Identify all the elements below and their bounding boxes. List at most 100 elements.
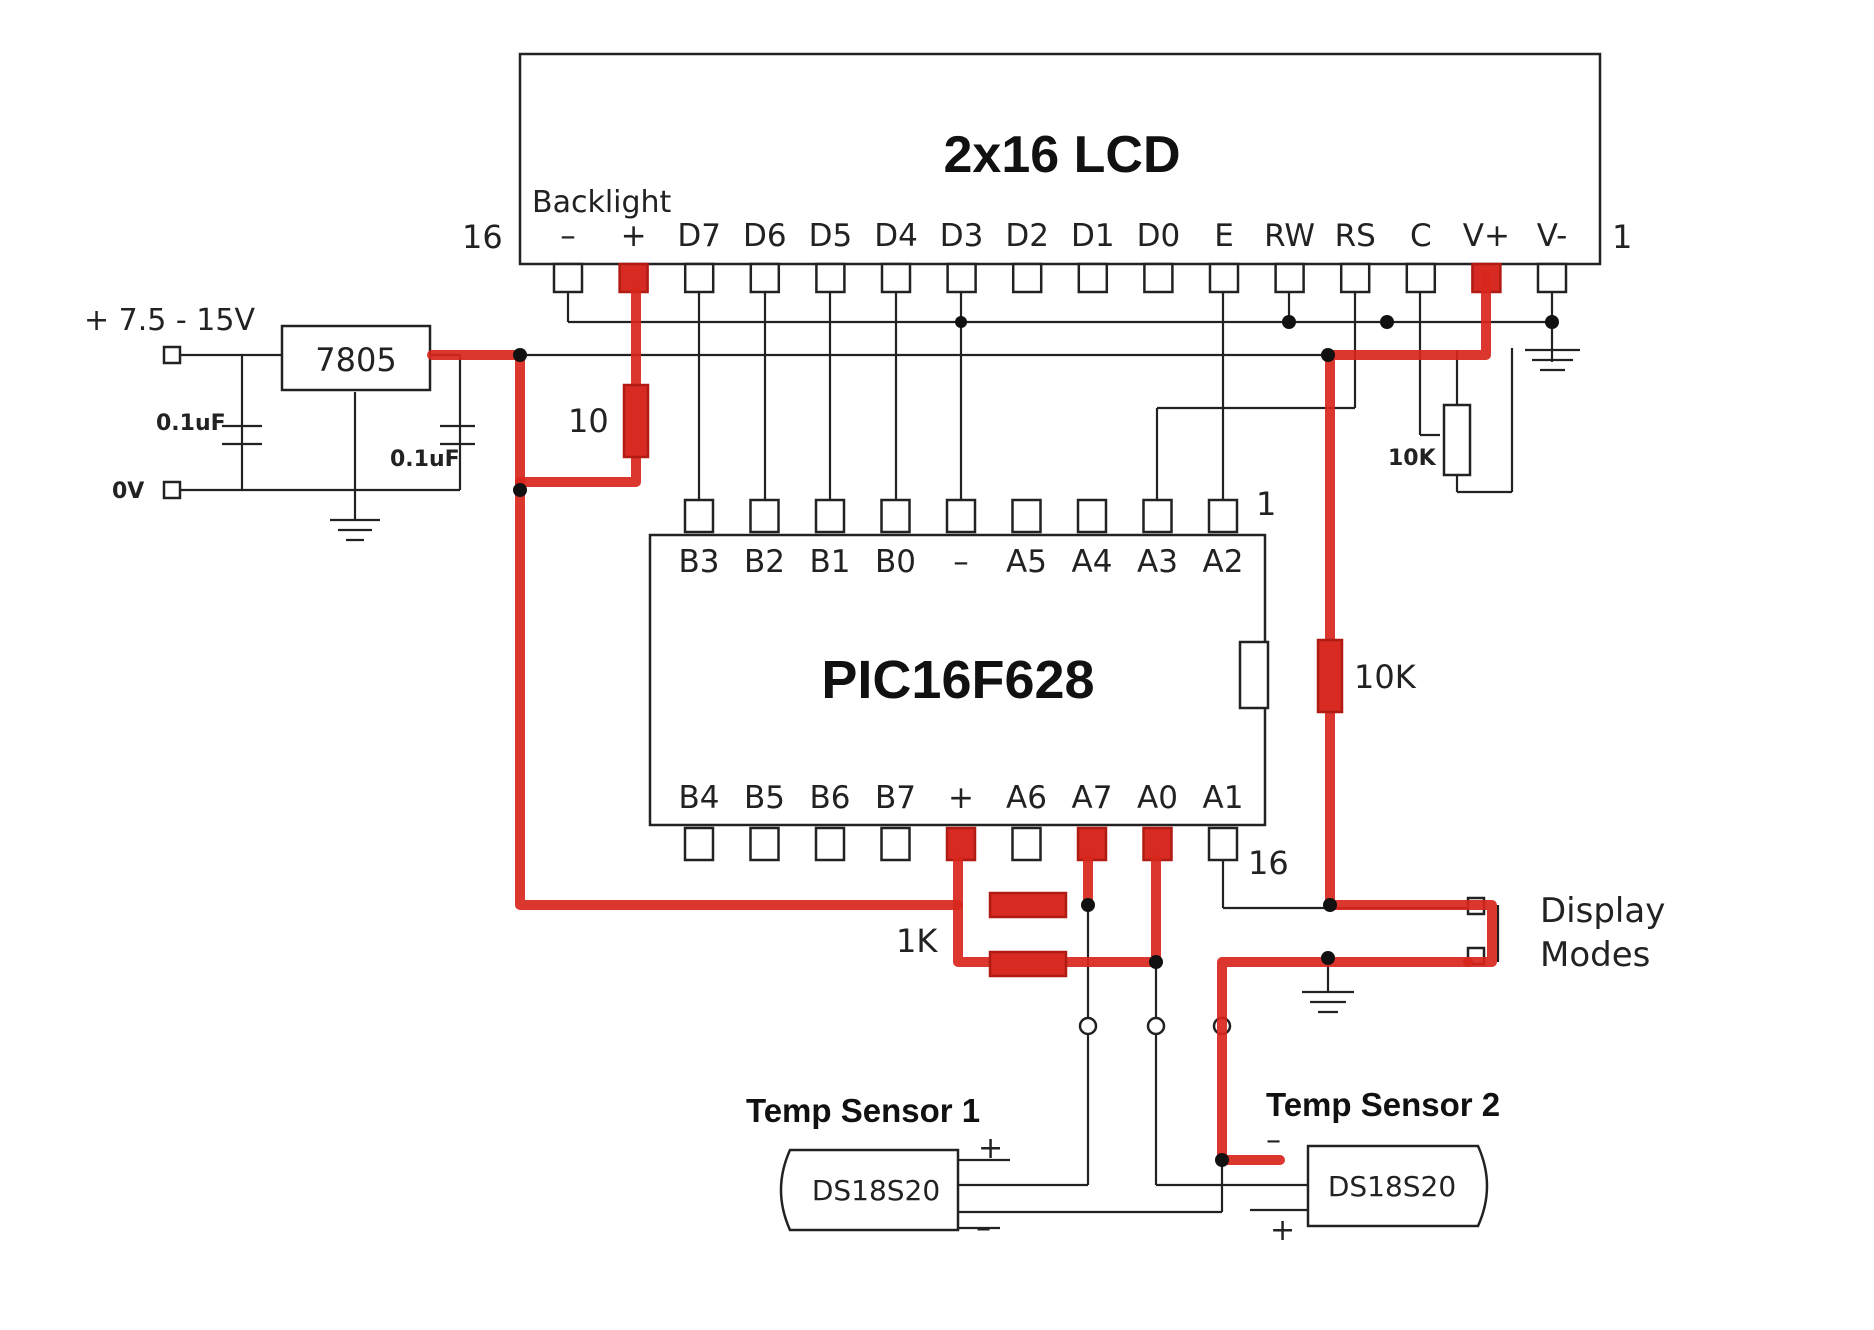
pic-bottom-pin-pad <box>1142 826 1173 862</box>
sensor1-minus: – <box>976 1211 991 1246</box>
lcd-pin-label: E <box>1214 218 1234 254</box>
backlight-resistor <box>622 383 650 459</box>
lcd-pin-label: D1 <box>1071 218 1115 254</box>
sensor1-plus: + <box>978 1131 1003 1166</box>
pic-top-pin-pad <box>945 498 977 534</box>
pic-chip <box>648 533 1267 827</box>
pic-top-pin-pad <box>1011 498 1042 534</box>
lcd-pin-label: RS <box>1335 218 1376 254</box>
pic-bottom-pin-label: B4 <box>679 780 720 816</box>
ground-label: 0V <box>112 479 144 504</box>
pullup-resistor-label: 10K <box>1354 658 1417 696</box>
lcd-pin-label: C <box>1410 218 1432 254</box>
lcd-pin-label: – <box>560 218 576 254</box>
input-voltage-label: + 7.5 - 15V <box>84 303 255 338</box>
pic-top-pin-pad <box>1142 498 1173 534</box>
pic-top-pin-pad <box>1076 498 1108 534</box>
pic-bottom-pin-pads <box>683 826 1239 862</box>
pic-top-pin-pad <box>814 498 846 534</box>
sensor-resistor-1 <box>988 891 1068 919</box>
backlight-resistor-label: 10 <box>568 402 609 440</box>
sensor-resistor-2 <box>988 950 1068 978</box>
pic-top-pin-pads <box>683 498 1239 534</box>
cap1-label: 0.1uF <box>156 411 226 436</box>
pic-top-pin-label: A3 <box>1137 544 1178 580</box>
pic-bottom-pin-label: + <box>948 780 974 816</box>
sensor2-minus: – <box>1266 1123 1281 1158</box>
contrast-pot-label: 10K <box>1388 446 1437 471</box>
pic-bottom-pin-label: A7 <box>1072 780 1113 816</box>
pic-bottom-pin-pad <box>1207 826 1239 862</box>
lcd-pin-pad <box>1274 262 1305 294</box>
lcd-pin-pad <box>749 262 781 294</box>
lcd-pin-label: D2 <box>1005 218 1049 254</box>
sensor2-chip: DS18S20 <box>1328 1170 1456 1203</box>
lcd-pin-pad <box>1339 262 1371 294</box>
lcd-pin-label: D7 <box>677 218 721 254</box>
junction-dots <box>513 315 1559 1167</box>
switch-label-line2: Modes <box>1540 935 1650 975</box>
sensor2-plus: + <box>1270 1213 1295 1248</box>
pic-pin1-label: 1 <box>1256 485 1276 523</box>
lcd-pin-pad <box>1208 262 1240 294</box>
lcd-title: 2x16 LCD <box>944 126 1181 184</box>
lcd-pin-pad <box>683 262 715 294</box>
lcd-pin-label: V+ <box>1463 218 1510 254</box>
pic-bottom-pin-pad <box>814 826 846 862</box>
sensor2-body <box>1306 1144 1489 1228</box>
pic-top-pin-pad <box>880 498 911 534</box>
pic-pin16-label: 16 <box>1248 844 1289 882</box>
lcd-pin-label: D0 <box>1137 218 1181 254</box>
lcd-pin-pad <box>1536 262 1568 294</box>
lcd-pin-pad <box>880 262 912 294</box>
lcd-pin-pad <box>1077 262 1109 294</box>
pic-top-pin-pad <box>1207 498 1239 534</box>
lcd-pin-pad <box>1143 262 1174 294</box>
pic-bottom-pin-pad <box>1076 826 1108 862</box>
pic-bottom-pin-label: B7 <box>875 780 916 816</box>
pic-notch <box>1238 640 1270 710</box>
lcd-pin-pad <box>1011 262 1043 294</box>
lcd-pin-label: D4 <box>874 218 918 254</box>
ground-terminal <box>162 480 182 500</box>
lcd-pin-label: D3 <box>940 218 984 254</box>
pic-bottom-pin-pad <box>880 826 911 862</box>
lcd-pin1-number: 1 <box>1612 218 1632 256</box>
contrast-pot <box>1442 403 1472 477</box>
lcd-pin-pad <box>1405 262 1437 294</box>
pic-title: PIC16F628 <box>821 650 1094 710</box>
lcd-pin-label: + <box>621 218 647 254</box>
lcd-pin-pads <box>552 262 1568 294</box>
sensor1-chip: DS18S20 <box>812 1174 940 1207</box>
lcd-backlight-label: Backlight <box>532 185 672 220</box>
regulator-label: 7805 <box>315 341 396 379</box>
sensor-resistor-label: 1K <box>896 922 938 960</box>
pic-top-pin-label: A5 <box>1006 544 1047 580</box>
pic-bottom-pin-pad <box>683 826 715 862</box>
sensor2-title: Temp Sensor 2 <box>1266 1086 1500 1123</box>
pic-top-pin-label: B3 <box>679 544 720 580</box>
lcd-pin-label: V- <box>1537 218 1568 254</box>
cap2-label: 0.1uF <box>390 447 460 472</box>
sensor1-body <box>779 1148 960 1232</box>
lcd-module <box>518 52 1602 266</box>
pic-bottom-pin-pad <box>749 826 780 862</box>
lcd-pin-label: D6 <box>743 218 787 254</box>
lcd-pin16-number: 16 <box>462 218 503 256</box>
lcd-pin-pad <box>552 262 584 294</box>
pic-bottom-pin-label: A1 <box>1203 780 1244 816</box>
lcd-pin-label: RW <box>1264 218 1315 254</box>
pullup-resistor <box>1316 638 1344 714</box>
input-terminal <box>162 345 182 365</box>
pic-top-pin-pad <box>683 498 715 534</box>
pic-top-pin-label: A2 <box>1203 544 1244 580</box>
pic-bottom-pin-label: A0 <box>1137 780 1178 816</box>
lcd-pin-pad <box>815 262 846 294</box>
pic-top-pin-label: A4 <box>1072 544 1113 580</box>
pic-bottom-pin-pad <box>945 826 977 862</box>
pic-top-pin-pad <box>749 498 780 534</box>
